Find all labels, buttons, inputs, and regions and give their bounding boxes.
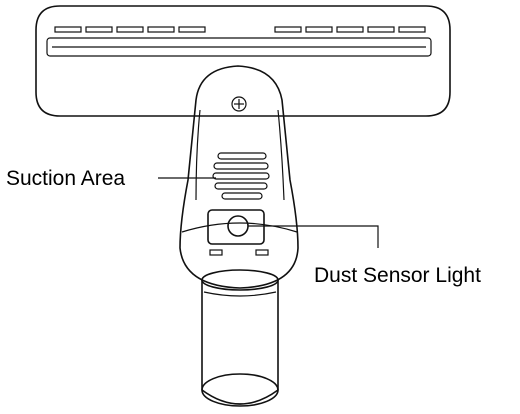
nozzle-neck <box>179 65 299 289</box>
suction-area-label: Suction Area <box>6 167 126 190</box>
screw-icon <box>231 96 247 112</box>
brush-head <box>35 5 451 117</box>
suction-area-grille <box>212 152 270 200</box>
dust-sensor-light <box>207 209 265 245</box>
dust-sensor-leader <box>248 225 379 248</box>
extension-tube <box>201 269 279 407</box>
brush-vents <box>54 26 426 33</box>
dust-sensor-light-label: Dust Sensor Light <box>314 264 481 287</box>
